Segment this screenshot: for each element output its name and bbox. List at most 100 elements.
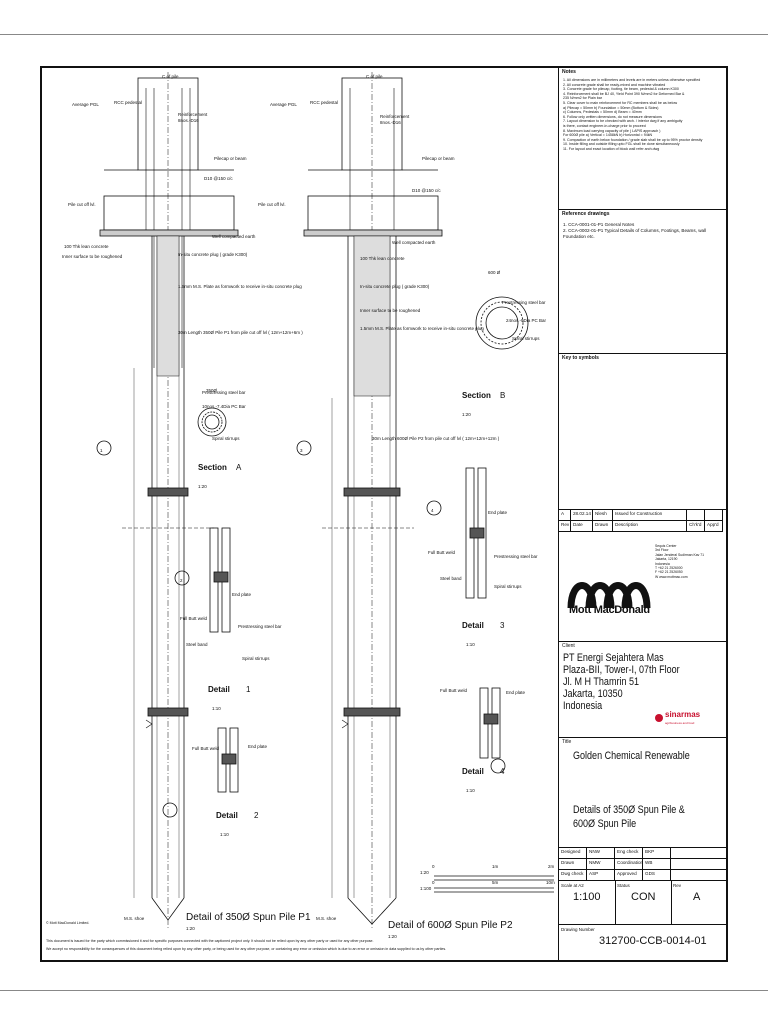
detail-2-title: Detail (216, 811, 238, 820)
p1-cl-label: C of pile (162, 74, 179, 79)
trim-line-bottom (0, 990, 768, 991)
title-line-1: Details of 350Ø Spun Pile & (573, 804, 685, 816)
revision-header: Description (613, 521, 687, 532)
p1-reinf-bars: 8nos.-D16 (178, 118, 199, 123)
d1-steelband-label: Steel band (186, 642, 208, 647)
key-panel: Key to symbols (559, 354, 726, 510)
drawn-value: NMW (587, 859, 615, 870)
p1-pcbar-label: 10nos.-7.4Dia PC Bar (202, 404, 246, 409)
drawing-number-panel: Drawing Number 312700-CCB-0014-01 (559, 925, 726, 960)
p1-rcc-label: RCC pedestal (114, 100, 142, 105)
coordination-value: WB (643, 859, 671, 870)
drawing-area: C of pile RCC pedestal Average PGL Reinf… (42, 68, 558, 960)
company-name: Mott MacDonald (569, 604, 650, 616)
detail-3-title: Detail (462, 621, 484, 630)
detail-3-scale: 1:10 (466, 642, 475, 647)
scale-bars (434, 875, 554, 893)
p1-dim-350: 350Ø (206, 388, 218, 393)
detail-4-number: 4 (500, 767, 505, 776)
sb-1100-label: 1:100 (420, 886, 432, 891)
d2-fullbutt-label: Full Butt weld (192, 746, 220, 751)
revision-cell: Issued for Construction (613, 510, 687, 521)
p2-inner-label: Inner surface to be roughened (360, 308, 421, 313)
d4-fullbutt-label: Full Butt weld (440, 688, 468, 693)
pile-p2 (296, 72, 506, 928)
p2-pilecap-label: Pilecap or beam (422, 156, 455, 161)
detail-1-number: 1 (246, 685, 251, 694)
p2-pgl-label: Average PGL (270, 102, 297, 107)
footer-line2: We accept no responsibility for the cons… (46, 947, 446, 951)
p2-d10-label: D10 @150 c/c (412, 188, 441, 193)
detail-2-scale: 1:10 (220, 832, 229, 837)
p2-reinf-label: Reinforcement (380, 114, 410, 119)
d3-spiral-label: Spiral stirrups (494, 584, 522, 589)
address-line: F +62 21 2526050 (655, 570, 683, 575)
p1-title-scale: 1:20 (186, 926, 195, 931)
section-a-drawing (197, 407, 227, 437)
section-b-title: Section (462, 391, 491, 400)
section-b-letter: B (500, 391, 505, 400)
drawn-label: Drawn (559, 859, 587, 870)
note-item: 9. Compaction of earth below foundation … (563, 137, 703, 142)
client-line: Plaza-BII, Tower-I, 07th Floor (563, 664, 680, 676)
note-item: a) Pilecap = 50mm b) Foundation = 50mm (… (563, 105, 659, 110)
address-line: Jakarta, 12190 (655, 557, 678, 562)
revision-header: App'd (705, 521, 723, 532)
section-a-title: Section (198, 463, 227, 472)
d4-endplate-label: End plate (506, 690, 526, 695)
note-item: 6. Follow only written dimensions, do no… (563, 114, 662, 119)
detail-2-number: 2 (254, 811, 259, 820)
p2-rcc-label: RCC pedestal (310, 100, 338, 105)
address-line: 3rd Floor (655, 548, 669, 553)
detail-1-title: Detail (208, 685, 230, 694)
d3-steelband-label: Steel band (440, 576, 462, 581)
p2-spiral-label: Spiral stirrups (512, 336, 540, 341)
note-item: 3. Concrete grade for pilecap, footing, … (563, 87, 679, 92)
detail-3-number: 3 (500, 621, 505, 630)
p2-marker-4: 4 (431, 508, 434, 513)
note-item: 2. All concrete grade shall be ready-mix… (563, 82, 666, 87)
client-line: Indonesia (563, 700, 603, 712)
p1-cutoff-label: Pile cut off lvl. (68, 202, 96, 207)
d1-prestress-label: Prestressing steel bar (238, 624, 282, 629)
status-label: Status (617, 883, 630, 888)
client-line: Jl. M H Thamrin 51 (563, 676, 640, 688)
scale-status-row: Scale at A2 1:100 Status CON Rev A (559, 881, 726, 925)
detail-4-drawing (479, 687, 501, 759)
revision-header: Rev (559, 521, 571, 532)
p1-marker-1: 1 (100, 448, 103, 453)
coordination-label: Coordination (615, 859, 643, 870)
p2-marker-3: 3 (300, 448, 303, 453)
revision-header: Drawn (593, 521, 613, 532)
footer-copyright: © Mott MacDonald Limited. (46, 921, 89, 925)
sinarmas-logo-text: sinarmas (665, 710, 701, 719)
sb-5m: 5m (492, 880, 499, 885)
section-b-scale: 1:20 (462, 412, 471, 417)
drawing-sheet: C of pile RCC pedestal Average PGL Reinf… (40, 66, 728, 962)
sinarmas-logo-icon (655, 714, 663, 722)
p2-title-scale: 1:20 (388, 934, 397, 939)
title-panel: Title Golden Chemical Renewable Details … (559, 738, 726, 848)
eng-check-label: Eng check (615, 848, 643, 859)
address-line: Indonesia (655, 561, 670, 566)
d1-fullbutt-label: Full Butt weld (180, 616, 208, 621)
p1-len-label: 30m Length 350Ø Pile P1 from pile cut of… (178, 330, 303, 335)
note-item: 10. Inside filling and outside filling u… (563, 142, 680, 147)
sb-10m: 10m (546, 880, 555, 885)
p1-spiral-label: Spiral stirrups (212, 436, 240, 441)
detail-2-drawing (217, 727, 239, 793)
p1-compacted-label: Well compacted earth (212, 234, 256, 239)
sb-0-top: 0 (432, 864, 435, 869)
title-block: Notes 1. All dimensions are in millimete… (558, 68, 726, 960)
p1-prestress-label: Prestressing steel bar (202, 390, 246, 395)
client-line: PT Energi Sejahtera Mas (563, 652, 664, 664)
sb-120-label: 1:20 (420, 870, 429, 875)
p2-cl-label: C of pile (366, 74, 383, 79)
reference-item: 1. CCA-0001-01-P1 General Notes (563, 222, 635, 227)
revision-header: Date (571, 521, 593, 532)
references-title: Reference drawings (562, 211, 610, 217)
designed-label: Designed (559, 848, 587, 859)
rev-label: Rev (673, 883, 682, 888)
p1-pgl-label: Average PGL (72, 102, 99, 107)
